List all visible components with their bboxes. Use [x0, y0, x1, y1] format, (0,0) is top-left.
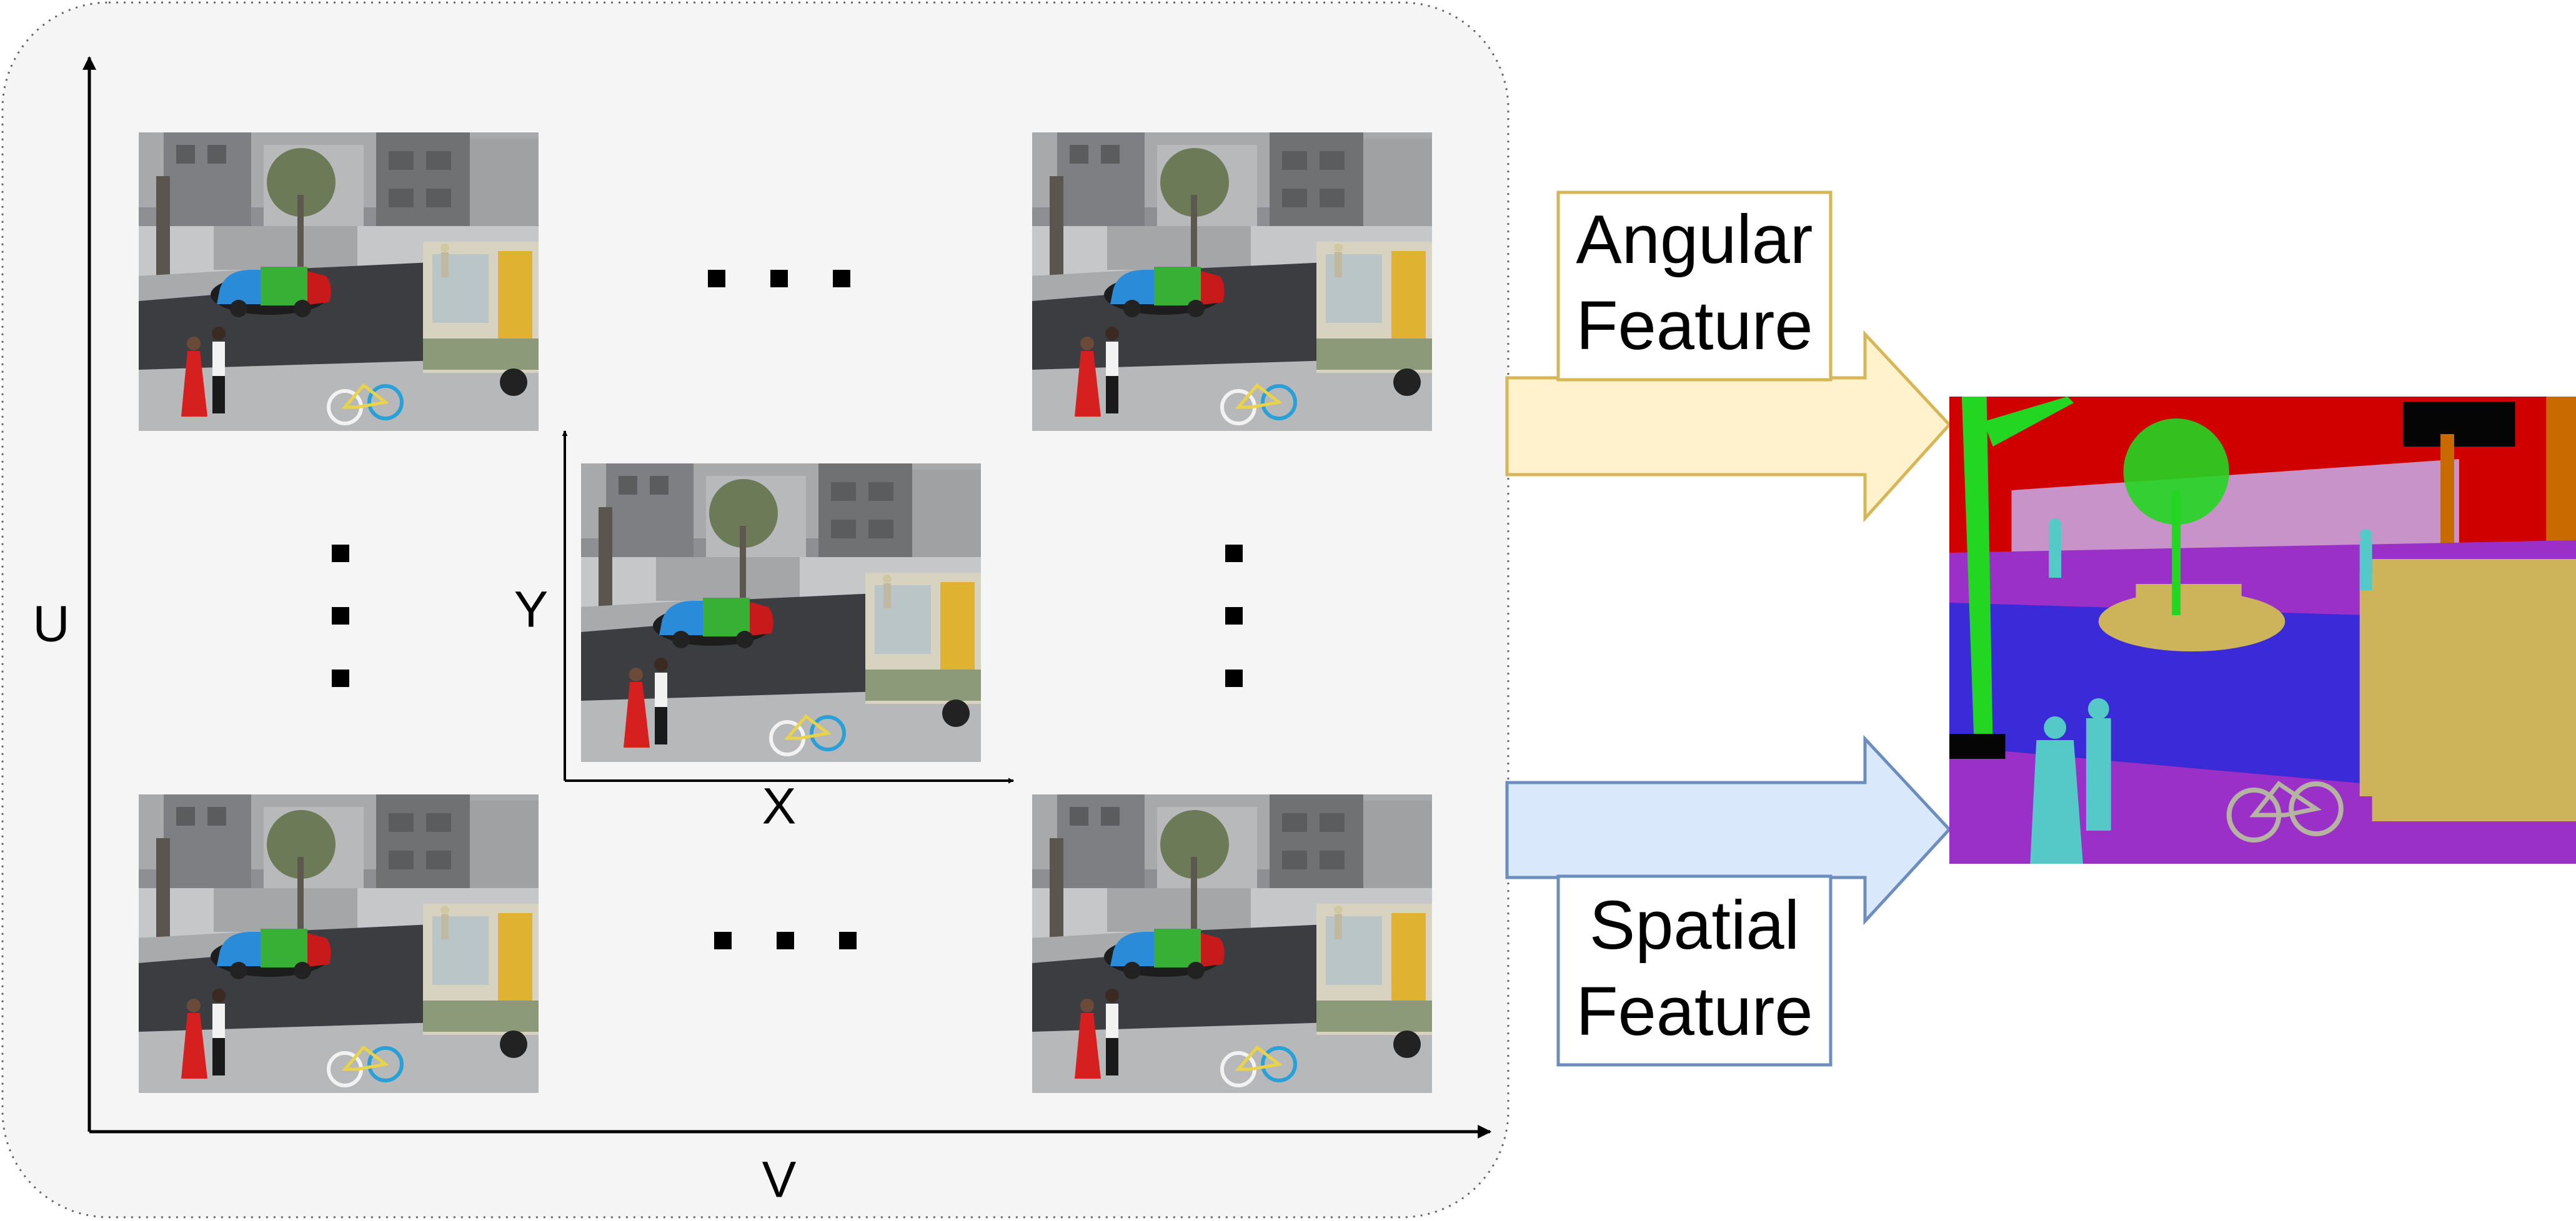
view-top-left — [139, 132, 539, 431]
view-bottom-left — [139, 794, 539, 1093]
ellipsis-left — [332, 545, 349, 687]
angular-feature-label-line1: Angular — [1576, 201, 1813, 278]
spatial-feature-label-line2: Feature — [1576, 973, 1813, 1050]
view-center — [581, 463, 981, 762]
ellipsis-top — [708, 270, 850, 287]
view-bottom-right — [1032, 794, 1432, 1093]
spatial-feature-box — [1556, 874, 1833, 1067]
segmentation-output-image — [1949, 397, 2576, 864]
view-top-right — [1032, 132, 1432, 431]
v-axis-label: V — [762, 1152, 797, 1209]
x-axis-label: X — [762, 778, 797, 835]
ellipsis-bottom — [714, 932, 857, 949]
angular-feature-box — [1556, 190, 1833, 382]
y-axis-label: Y — [514, 581, 549, 638]
angular-feature-label-line2: Feature — [1576, 287, 1813, 364]
u-axis-label: U — [32, 596, 69, 653]
spatial-feature-label-line1: Spatial — [1589, 887, 1799, 964]
ellipsis-right — [1225, 545, 1243, 687]
